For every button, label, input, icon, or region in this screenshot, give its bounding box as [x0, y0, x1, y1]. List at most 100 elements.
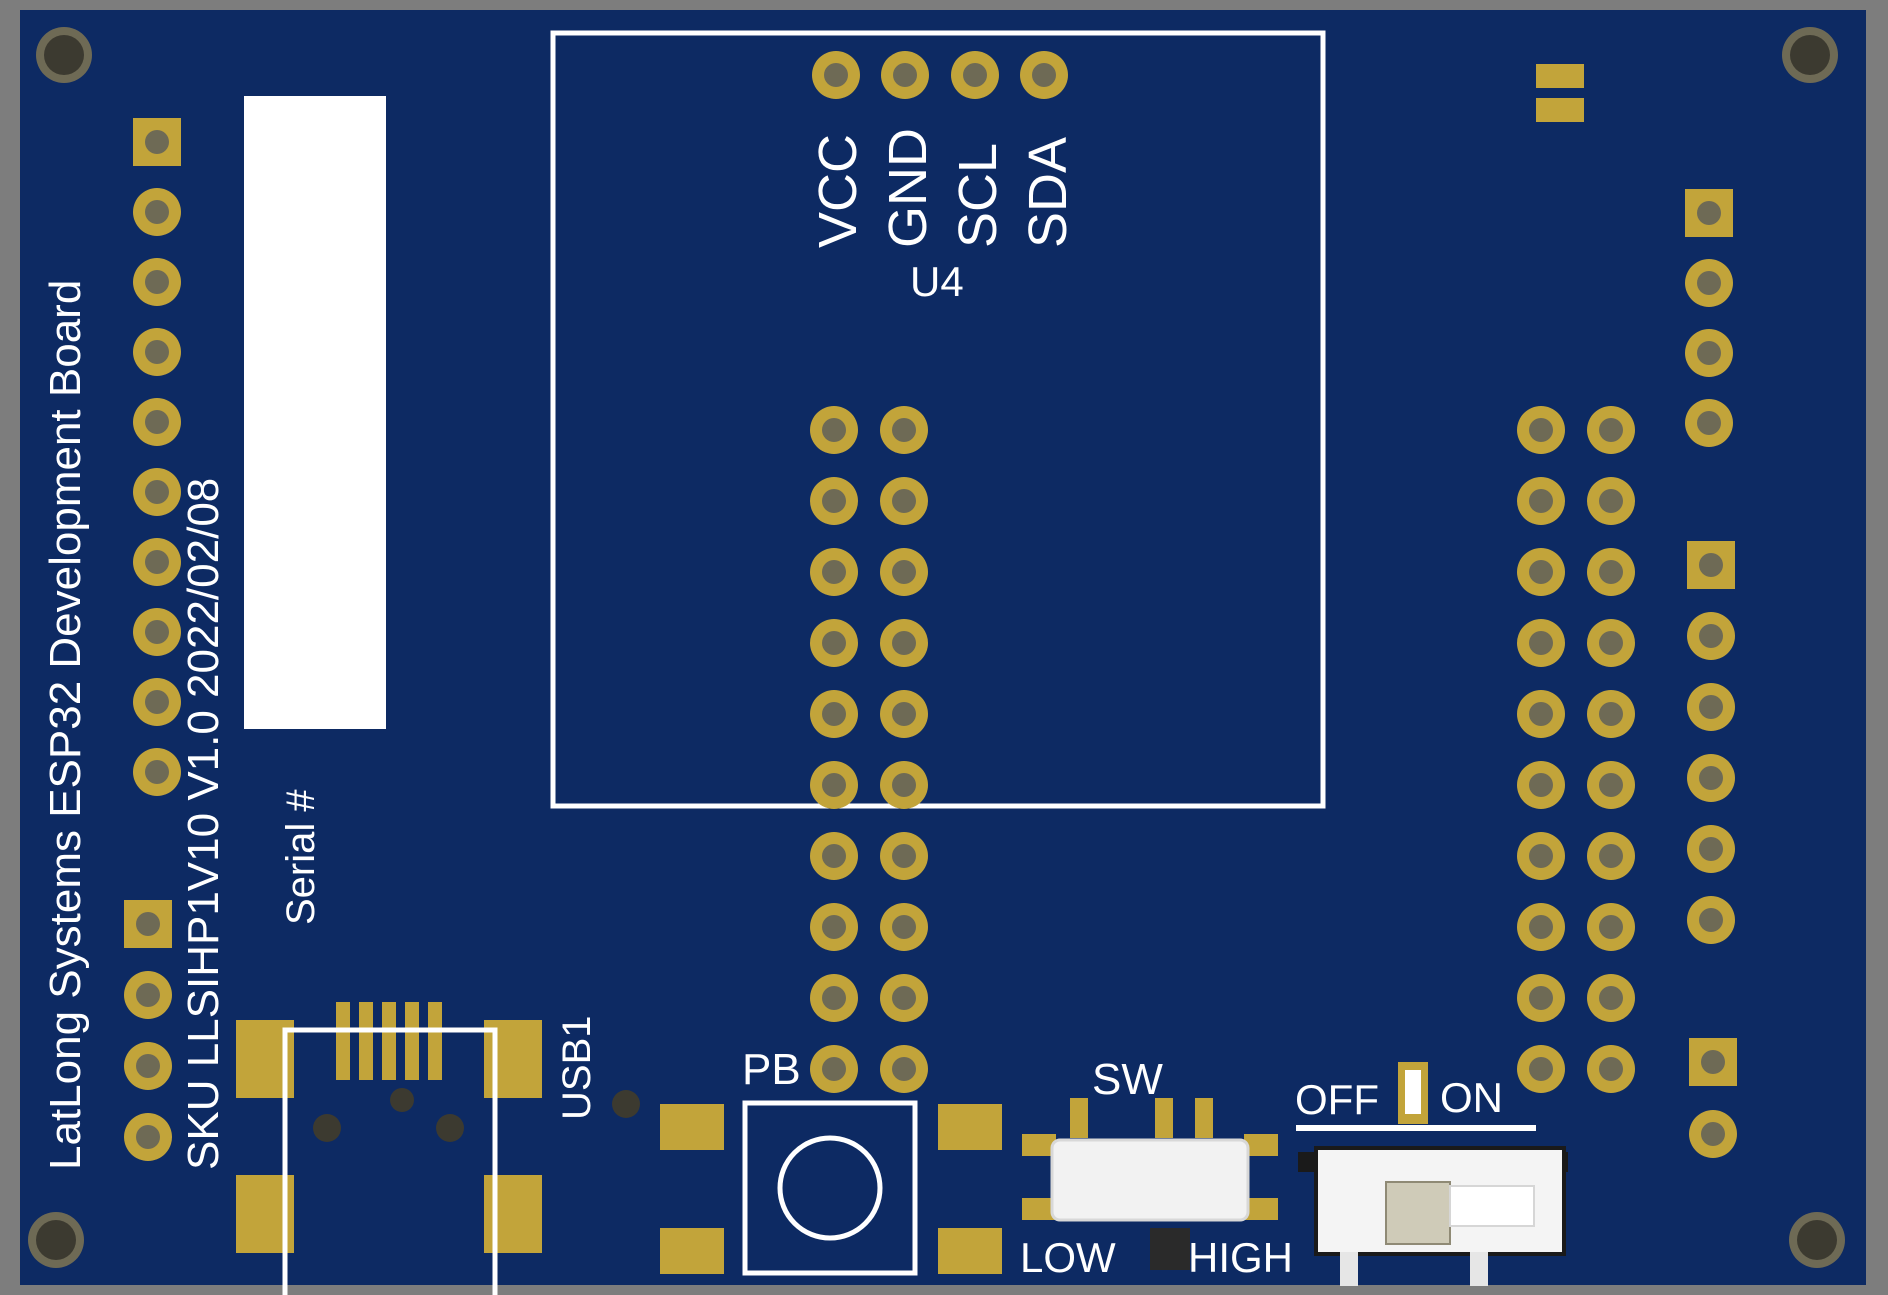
center-header-pin [880, 1045, 928, 1093]
right-header-pin [1517, 406, 1565, 454]
center-header-pin [880, 761, 928, 809]
usb-connector-icon [236, 1002, 640, 1295]
power-on-label: ON [1440, 1074, 1503, 1121]
slide-switch-icon [1022, 1098, 1278, 1270]
center-header-pin [810, 548, 858, 596]
left-header-pin [133, 328, 181, 376]
right-header-pin [1587, 903, 1635, 951]
right-header-pin [1517, 903, 1565, 951]
center-header-pin [880, 619, 928, 667]
pin-label-scl: SCL [948, 143, 1008, 248]
right-header-pin [1517, 477, 1565, 525]
smd-pad [1536, 98, 1584, 122]
right-header-pin [1587, 406, 1635, 454]
far-right-header-pin [1687, 683, 1735, 731]
right-header-pin [1517, 548, 1565, 596]
lower-left-header-pin [124, 1042, 172, 1090]
right-header-pin [1517, 974, 1565, 1022]
center-header-pin [880, 974, 928, 1022]
left-header-pin [133, 188, 181, 236]
right-header-pin [1517, 761, 1565, 809]
far-right-header-pin [1687, 825, 1735, 873]
button-pad [660, 1228, 724, 1274]
left-header-pin [133, 468, 181, 516]
center-header-pin [810, 477, 858, 525]
board-title: LatLong Systems ESP32 Development Board [41, 280, 90, 1170]
right-header-pin [1517, 690, 1565, 738]
sku-line: SKU LLSIHP1V10 V1.0 2022/02/08 [179, 478, 228, 1170]
center-header-pin [810, 761, 858, 809]
right-header-pin [1587, 477, 1635, 525]
center-header-pin [880, 477, 928, 525]
right-header-pin [1517, 832, 1565, 880]
right-header-pin [1587, 974, 1635, 1022]
far-right-header-pin [1687, 541, 1735, 589]
left-header-pin [133, 118, 181, 166]
far-right-header-pin [1687, 896, 1735, 944]
lower-left-header-pin [124, 900, 172, 948]
right-header-pin [1587, 832, 1635, 880]
mounting-hole-icon [1782, 27, 1838, 83]
tactile-button-icon [777, 1135, 883, 1241]
far-right-header-pin [1685, 189, 1733, 237]
right-header-pin [1587, 761, 1635, 809]
center-header-pin [880, 903, 928, 951]
left-header-pin [133, 258, 181, 306]
sw-low-label: LOW [1020, 1234, 1116, 1281]
center-header-pin [810, 1045, 858, 1093]
serial-label-area [244, 96, 386, 729]
pin-label-gnd: GND [878, 128, 938, 248]
module-header-pin [951, 51, 999, 99]
left-header-pin [133, 538, 181, 586]
pin-label-sda: SDA [1018, 137, 1078, 248]
left-header-pin [133, 678, 181, 726]
pin-label-vcc: VCC [808, 134, 868, 248]
mounting-hole-icon [36, 27, 92, 83]
center-header-pin [810, 974, 858, 1022]
left-header-pin [133, 398, 181, 446]
far-right-header-pin [1685, 259, 1733, 307]
center-header-pin [810, 406, 858, 454]
right-header-pin [1517, 1045, 1565, 1093]
center-header-pin [880, 548, 928, 596]
sw-designator: SW [1092, 1055, 1163, 1104]
lower-left-header-pin [124, 1113, 172, 1161]
far-right-header-pin [1685, 329, 1733, 377]
mounting-hole-icon [28, 1212, 84, 1268]
push-button-outline [742, 1100, 918, 1276]
center-header-pin [810, 690, 858, 738]
button-pad [660, 1104, 724, 1150]
far-right-header-pin [1687, 612, 1735, 660]
far-right-header-pin [1687, 754, 1735, 802]
mounting-hole-icon [1789, 1212, 1845, 1268]
sw-high-label: HIGH [1188, 1234, 1293, 1281]
serial-label: Serial # [279, 789, 323, 925]
module-header-pin [881, 51, 929, 99]
center-header-pin [810, 903, 858, 951]
far-right-header-pin [1689, 1110, 1737, 1158]
left-header-pin [133, 608, 181, 656]
center-header-pin [880, 690, 928, 738]
push-button-designator: PB [742, 1045, 801, 1094]
module-header-pin [1020, 51, 1068, 99]
left-header-pin [133, 748, 181, 796]
far-right-header-pin [1689, 1038, 1737, 1086]
right-header-pin [1587, 619, 1635, 667]
slide-switch-icon [1296, 1062, 1568, 1286]
right-header-pin [1587, 690, 1635, 738]
button-pad [938, 1104, 1002, 1150]
center-header-pin [880, 832, 928, 880]
module-designator: U4 [910, 258, 964, 305]
center-header-pin [880, 406, 928, 454]
smd-pad [1536, 64, 1584, 88]
lower-left-header-pin [124, 971, 172, 1019]
center-header-pin [810, 619, 858, 667]
right-header-pin [1587, 548, 1635, 596]
power-off-label: OFF [1295, 1076, 1379, 1123]
right-header-pin [1587, 1045, 1635, 1093]
far-right-header-pin [1685, 399, 1733, 447]
module-header-pin [812, 51, 860, 99]
module-outline [550, 30, 1326, 809]
